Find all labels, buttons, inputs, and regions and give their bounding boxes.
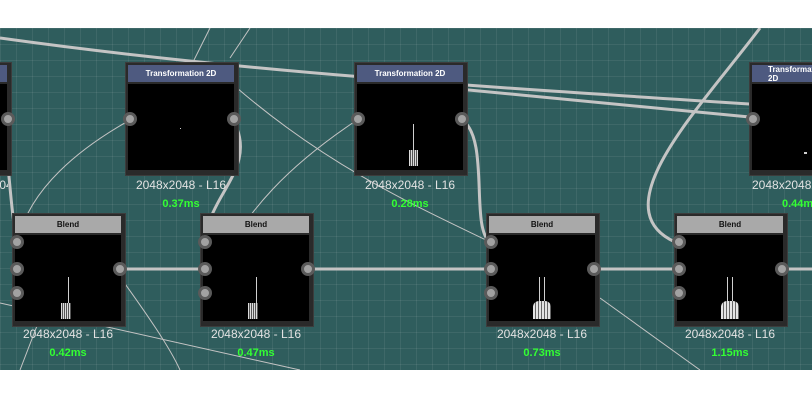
preview-thumbnail [804,152,807,154]
output-port[interactable] [227,112,241,126]
node-header [0,65,7,82]
node-header: Blend [203,216,309,233]
node-resolution: 2048x2048 - L16 [22,327,114,341]
node-time: 0.44ms [782,198,812,210]
node-header: Transformation 2D [752,65,812,82]
input-port[interactable] [10,286,24,300]
preview-thumbnail [544,277,545,317]
node-resolution: 2048x2048 - L16 [135,178,227,192]
node-preview [752,84,812,170]
node-time: 0.42ms [49,347,87,359]
input-port[interactable] [484,286,498,300]
graph-canvas[interactable]: 2048x2048 - L16 Transformation 2D 2048x2… [0,28,812,370]
node-preview [357,84,463,170]
output-port[interactable] [1,112,15,126]
preview-thumbnail [413,124,414,164]
node-preview [203,235,309,321]
output-port[interactable] [587,262,601,276]
node-resolution: 2048x2048 - L16 [496,327,588,341]
input-port[interactable] [10,262,24,276]
input-port[interactable] [10,235,24,249]
output-port[interactable] [775,262,789,276]
input-port[interactable] [198,235,212,249]
preview-thumbnail [732,277,733,317]
node-preview [15,235,121,321]
output-port[interactable] [455,112,469,126]
wire [236,87,491,243]
wire [461,118,492,244]
wire [229,28,251,59]
preview-thumbnail [727,277,728,317]
node-resolution: 2048x2048 - L16 [684,327,776,341]
node-preview [489,235,595,321]
output-port[interactable] [113,262,127,276]
node-preview [677,235,783,321]
node-header: Blend [677,216,783,233]
input-port[interactable] [351,112,365,126]
preview-thumbnail [68,277,69,317]
wire [599,297,701,370]
node-resolution: 2048x2048 - L16 [364,178,456,192]
node-time: 1.15ms [711,347,749,359]
node-header: Transformation 2D [128,65,234,82]
preview-thumbnail [248,303,258,319]
node-header: Blend [489,216,595,233]
node-time: 0.47ms [237,347,275,359]
preview-thumbnail [61,303,71,319]
node-header: Blend [15,216,121,233]
node-time: 0.73ms [523,347,561,359]
node-preview [0,84,7,170]
node-resolution: 2048x2048 - L16 [210,327,302,341]
node-resolution: 2048x2048 - L16 [0,178,8,192]
wire [447,86,761,120]
input-port[interactable] [672,262,686,276]
input-port[interactable] [672,286,686,300]
preview-thumbnail [409,150,418,166]
node-time: 0.37ms [162,198,200,210]
preview-thumbnail [721,301,739,319]
preview-thumbnail [533,301,551,319]
input-port[interactable] [484,235,498,249]
node-preview [128,84,234,170]
input-port[interactable] [198,262,212,276]
output-port[interactable] [301,262,315,276]
preview-thumbnail [539,277,540,317]
input-port[interactable] [123,112,137,126]
preview-thumbnail [180,128,181,129]
node-time: 0.28ms [391,198,429,210]
input-port[interactable] [198,286,212,300]
node-resolution: 2048x2048 - L16 [752,178,812,192]
node-header: Transformation 2D [357,65,463,82]
wire [646,28,762,244]
preview-thumbnail [256,277,257,317]
input-port[interactable] [746,112,760,126]
input-port[interactable] [672,235,686,249]
input-port[interactable] [484,262,498,276]
